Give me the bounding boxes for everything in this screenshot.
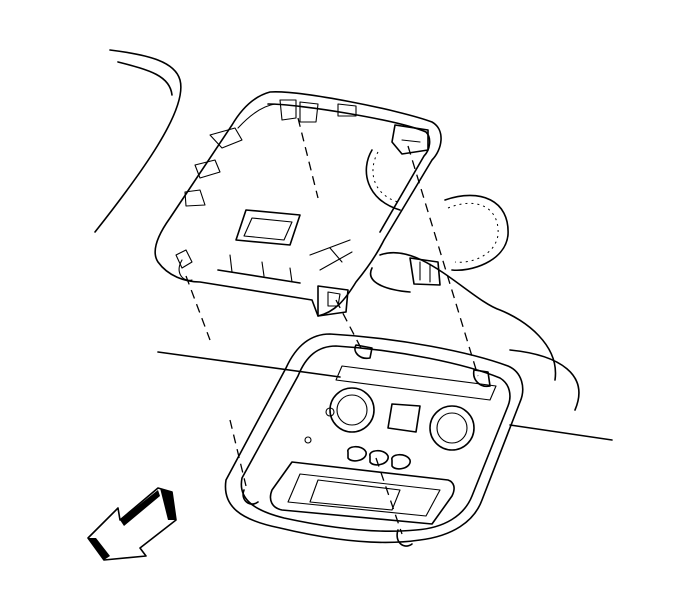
overhead-console (224, 333, 524, 547)
console-retainer-frame (154, 91, 442, 317)
left-lamp-lens (329, 387, 375, 433)
right-lamp-lens (429, 405, 475, 451)
headliner-outline (94, 49, 613, 441)
front-direction-arrow-icon (87, 487, 177, 561)
roof-opening-ring (369, 194, 557, 381)
center-switch (387, 403, 421, 433)
